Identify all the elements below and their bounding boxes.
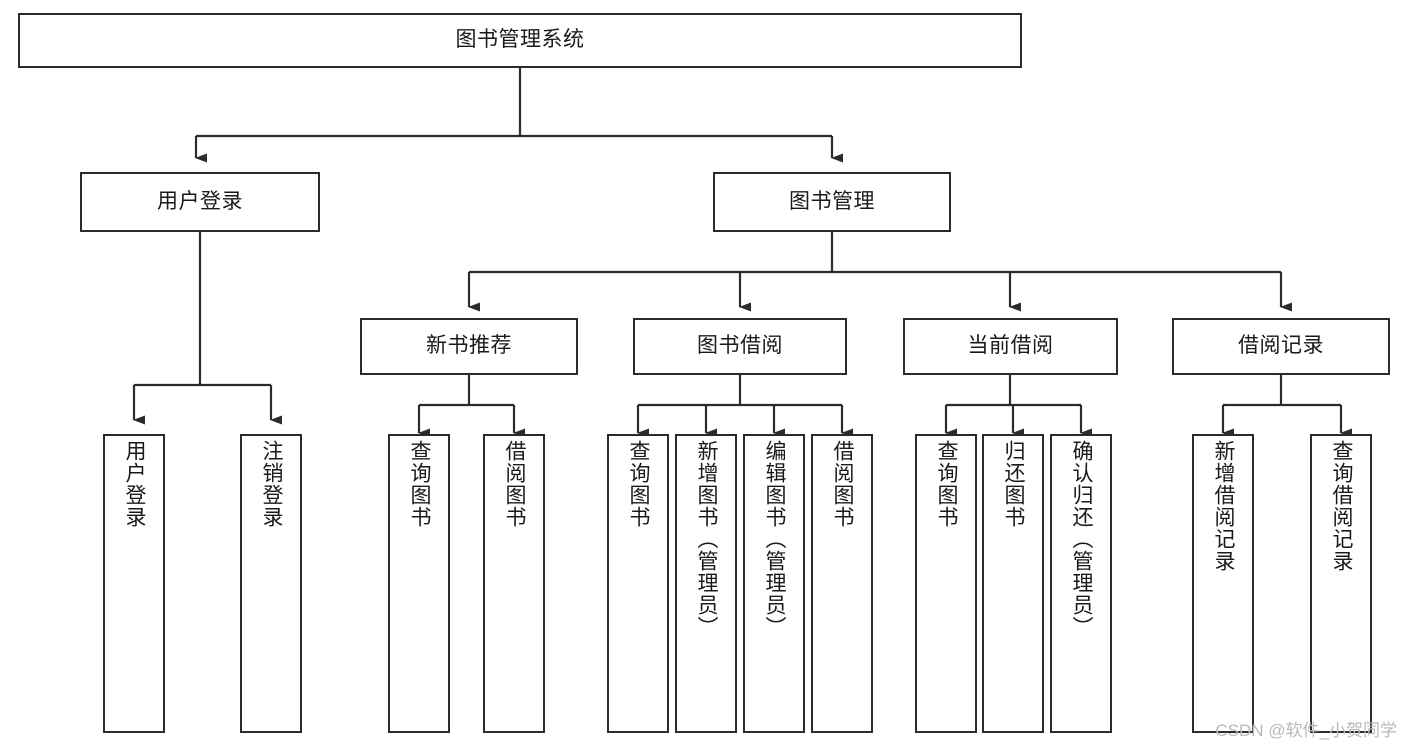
leaf-query-record-label: 查询借阅记录 [1330,440,1354,572]
leaf-borrow-book-2[interactable]: 借阅图书 [811,434,873,733]
leaf-add-record[interactable]: 新增借阅记录 [1192,434,1254,733]
leaf-query-book-3-label: 查询图书 [935,440,959,528]
leaf-add-book-label: 新增图书（管理员） [695,440,719,638]
leaf-edit-book-label: 编辑图书（管理员） [763,440,787,638]
node-book-borrow[interactable]: 图书借阅 [633,318,847,375]
leaf-query-book-2[interactable]: 查询图书 [607,434,669,733]
leaf-return-book[interactable]: 归还图书 [982,434,1044,733]
node-current-borrow-label: 当前借阅 [967,334,1054,358]
leaf-user-login[interactable]: 用户登录 [103,434,165,733]
leaf-logout-login[interactable]: 注销登录 [240,434,302,733]
node-new-book-rec-label: 新书推荐 [426,334,512,358]
node-book-manage-label: 图书管理 [789,189,875,213]
leaf-query-book-1-label: 查询图书 [408,440,432,528]
leaf-borrow-book-1-label: 借阅图书 [503,440,527,528]
node-new-book-rec[interactable]: 新书推荐 [360,318,578,375]
leaf-return-book-label: 归还图书 [1002,440,1026,528]
leaf-logout-login-label: 注销登录 [260,440,284,528]
leaf-query-book-3[interactable]: 查询图书 [915,434,977,733]
node-root[interactable]: 图书管理系统 [18,13,1022,68]
node-user-login[interactable]: 用户登录 [80,172,320,232]
leaf-query-book-2-label: 查询图书 [627,440,651,528]
leaf-query-book-1[interactable]: 查询图书 [388,434,450,733]
leaf-user-login-label: 用户登录 [123,440,147,528]
leaf-confirm-return[interactable]: 确认归还（管理员） [1050,434,1112,733]
node-borrow-record[interactable]: 借阅记录 [1172,318,1390,375]
node-book-borrow-label: 图书借阅 [697,334,783,358]
leaf-edit-book[interactable]: 编辑图书（管理员） [743,434,805,733]
node-current-borrow[interactable]: 当前借阅 [903,318,1118,375]
leaf-query-record[interactable]: 查询借阅记录 [1310,434,1372,733]
leaf-confirm-return-label: 确认归还（管理员） [1070,440,1094,638]
node-borrow-record-label: 借阅记录 [1238,334,1324,358]
leaf-borrow-book-1[interactable]: 借阅图书 [483,434,545,733]
node-book-manage[interactable]: 图书管理 [713,172,951,232]
node-user-login-label: 用户登录 [157,189,243,213]
leaf-add-book[interactable]: 新增图书（管理员） [675,434,737,733]
leaf-borrow-book-2-label: 借阅图书 [831,440,855,528]
leaf-add-record-label: 新增借阅记录 [1212,440,1236,572]
node-root-label: 图书管理系统 [455,28,585,52]
